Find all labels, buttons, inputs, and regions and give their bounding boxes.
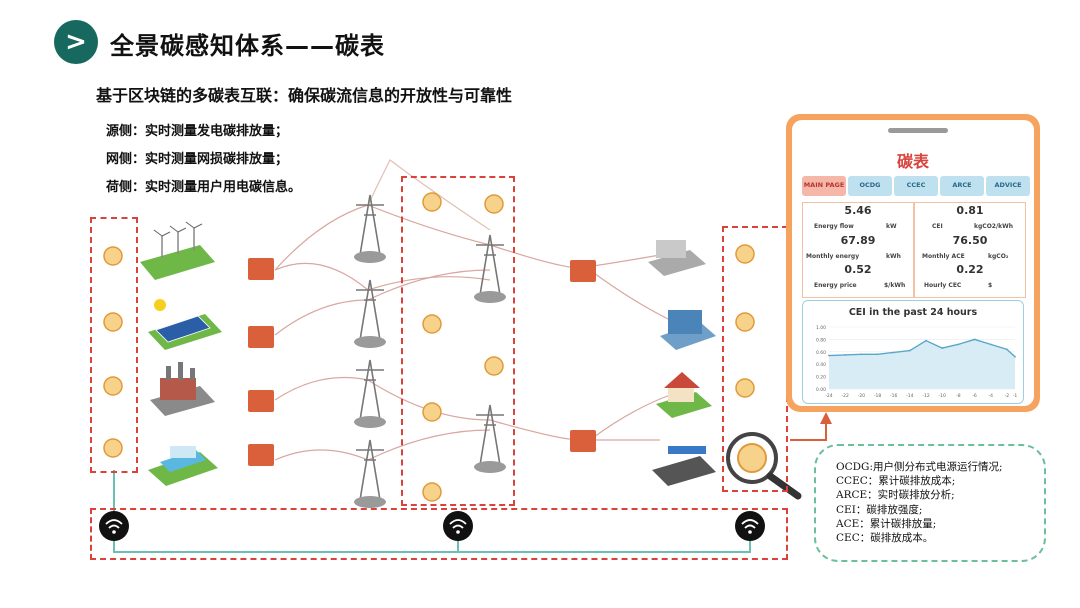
magnifier-meter-icon xyxy=(726,432,802,500)
source-meter-group xyxy=(90,217,138,473)
cei-y-tick-label: 0.00 xyxy=(816,387,826,393)
hourly-cec-label: Hourly CEC xyxy=(924,282,962,289)
wifi-node-icons xyxy=(99,511,765,541)
tower-base-icons xyxy=(354,251,506,508)
cei-unit: kgCO2/kWh xyxy=(974,223,1014,230)
hydro-dam-icon xyxy=(148,446,218,486)
cei-data-point xyxy=(892,351,895,354)
monthly-ace-label: Monthly ACE xyxy=(922,253,965,260)
cei-y-tick-label: 0.60 xyxy=(816,350,826,356)
cei-data-point xyxy=(941,347,944,349)
cei-chart-title: CEI in the past 24 hours xyxy=(848,307,978,318)
cei-data-point xyxy=(1014,355,1016,358)
legend-ccec: CCEC：累计碳排放成本; xyxy=(836,475,956,488)
phone-speaker xyxy=(888,128,948,133)
load-side-text: 荷侧：实时测量用户用电碳信息。 xyxy=(106,180,302,195)
tab-arce[interactable]: ARCE xyxy=(940,176,984,196)
legend-ocdg: OCDG:用户侧分布式电源运行情况; xyxy=(836,461,1003,473)
cei-x-tick-label: -10 xyxy=(939,393,946,399)
wind-farm-icon xyxy=(140,221,215,280)
cei-data-point xyxy=(844,354,847,356)
cei-x-tick-label: -16 xyxy=(890,393,897,399)
monthly-ace-value: 76.50 xyxy=(952,234,988,247)
cei-data-point xyxy=(876,353,879,356)
carbon-meter-icons xyxy=(103,192,755,502)
cei-chart-card: CEI in the past 24 hours 0.00 0.20 0.40 0.6… xyxy=(802,300,1024,404)
cei-x-tick-label: -8 xyxy=(956,393,961,399)
industrial-load-icon xyxy=(648,240,706,276)
thermal-plant-icon xyxy=(150,362,215,416)
abbreviation-legend: OCDG:用户侧分布式电源运行情况; CCEC：累计碳排放成本; ARCE：实时… xyxy=(814,444,1046,562)
page-title: 全景碳感知体系——碳表 xyxy=(110,32,385,60)
arrow-head-icon xyxy=(820,412,832,424)
solar-panel-icon xyxy=(148,299,222,350)
tab-ccec[interactable]: CCEC xyxy=(894,176,938,196)
cei-x-tick-label: -6 xyxy=(972,393,977,399)
load-meter-group xyxy=(722,226,788,492)
energy-price-label: Energy price xyxy=(814,282,857,289)
cei-x-tick-label: -14 xyxy=(906,393,913,399)
phone-title: 碳表 xyxy=(896,152,929,171)
cei-x-tick-label: -4 xyxy=(988,393,993,399)
cei-x-tick-label: -24 xyxy=(825,393,832,399)
monthly-energy-label: Monthly energy xyxy=(806,253,860,260)
cei-data-point xyxy=(989,343,992,346)
transmission-tower-icons xyxy=(356,194,504,501)
hourly-cec-unit: $ xyxy=(988,282,993,289)
cei-data-point xyxy=(828,354,830,357)
connector-arrow xyxy=(790,422,827,441)
metric-column-right xyxy=(914,202,1026,298)
carbon-meter-phone: 碳表 MAIN PAGE OCDG CCEC ARCE ADVICE 5.46 … xyxy=(786,114,1040,412)
monthly-energy-value: 67.89 xyxy=(840,234,876,247)
charging-station-icon xyxy=(652,446,716,486)
house-icon xyxy=(656,372,712,418)
energy-flow-unit: kW xyxy=(886,223,897,230)
cei-value: 0.81 xyxy=(956,204,984,217)
cei-data-point xyxy=(957,343,960,346)
cei-x-tick-label: -2 xyxy=(1005,393,1010,399)
energy-flow-label: Energy flow xyxy=(814,223,854,230)
monthly-ace-unit: kgCO₂ xyxy=(988,253,1009,260)
cei-y-tick-label: 0.20 xyxy=(816,375,826,381)
legend-cec: CEC：碳排放成本。 xyxy=(836,532,934,545)
cei-line-chart: 0.00 0.20 0.40 0.60 0.80 1.00 -24 -22 -20 -18 -16 -… xyxy=(816,325,1018,399)
hourly-cec-value: 0.22 xyxy=(956,263,984,276)
cei-data-point xyxy=(1006,348,1008,351)
cei-data-point xyxy=(908,349,911,352)
monthly-energy-unit: kWh xyxy=(886,253,901,260)
cei-x-tick-label: -12 xyxy=(922,393,929,399)
grid-meter-group xyxy=(401,176,515,506)
tab-advice[interactable]: ADVICE xyxy=(986,176,1030,196)
substation-icons xyxy=(248,258,596,466)
metric-column-left xyxy=(802,202,914,298)
cei-x-tick-label: -22 xyxy=(841,393,848,399)
cei-x-tick-label: -18 xyxy=(874,393,881,399)
energy-flow-value: 5.46 xyxy=(844,204,872,217)
source-side-text: 源侧：实时测量发电碳排放量； xyxy=(106,124,289,139)
legend-ace: ACE：累计碳排放量; xyxy=(836,517,937,530)
cei-label: CEI xyxy=(932,223,943,230)
cei-y-tick-label: 0.80 xyxy=(816,337,826,343)
legend-arce: ARCE：实时碳排放分析; xyxy=(836,489,955,502)
cei-data-point xyxy=(860,353,863,356)
cei-y-tick-label: 1.00 xyxy=(816,325,826,331)
title-chevron-icon: > xyxy=(54,20,98,64)
blockchain-network-box xyxy=(90,508,788,560)
subtitle: 基于区块链的多碳表互联：确保碳流信息的开放性与可靠性 xyxy=(96,86,513,105)
cei-x-tick-label: -1 xyxy=(1013,393,1018,399)
data-center-icon xyxy=(660,310,716,350)
cei-data-point xyxy=(973,338,976,341)
tab-main-page[interactable]: MAIN PAGE xyxy=(802,176,846,196)
energy-price-unit: $/kWh xyxy=(884,282,906,289)
cei-data-point xyxy=(925,339,927,342)
legend-cei: CEI：碳排放强度; xyxy=(836,503,923,516)
tab-ocdg[interactable]: OCDG xyxy=(848,176,892,196)
grid-side-text: 网侧：实时测量网损碳排放量； xyxy=(106,152,289,167)
cei-area-fill xyxy=(829,339,1015,389)
cei-x-tick-label: -20 xyxy=(858,393,865,399)
energy-price-value: 0.52 xyxy=(844,263,872,276)
cei-y-tick-label: 0.40 xyxy=(816,362,826,368)
